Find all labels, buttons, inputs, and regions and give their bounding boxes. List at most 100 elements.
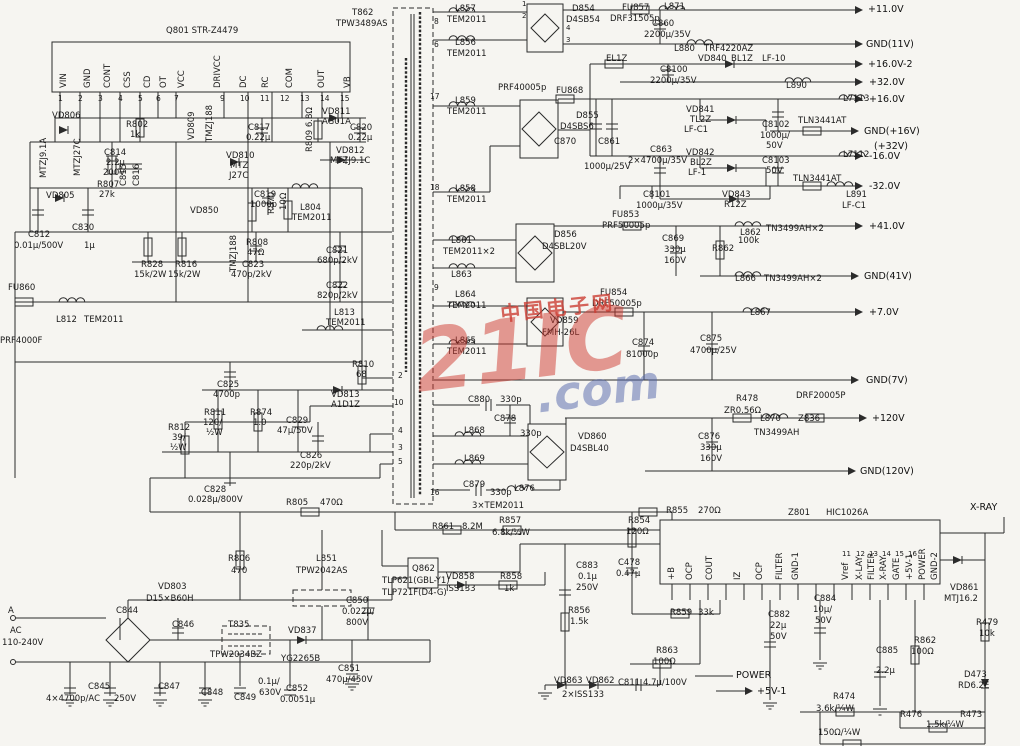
schematic-label: C883 [576,561,599,571]
schematic-label: CSS [123,71,133,88]
schematic-label: 50V [766,166,783,176]
schematic-label: 33k [698,608,714,618]
schematic-label: 330μ [664,245,686,255]
output-terminal-label: +5V-1 [757,686,787,697]
schematic-label: OCP [755,562,765,580]
schematic-label: 150Ω/¼W [818,728,861,738]
schematic-label: GND [83,68,93,89]
schematic-label: VB [343,76,353,88]
output-terminal-label: GND(+16V) [864,126,920,137]
schematic-label: C884 [814,594,837,604]
schematic-label: ½W [170,443,187,453]
schematic-label: 11 [260,94,270,103]
schematic-label: L891 [846,190,867,200]
schematic-label: TN3499AH×2 [766,224,824,234]
schematic-label: TEM2011 [447,49,487,59]
schematic-label: D855 [576,111,599,121]
schematic-label: A [8,606,14,616]
schematic-label: 10k [979,629,995,639]
schematic-label: 160V [664,256,687,266]
schematic-label: TEM2011 [447,301,487,311]
schematic-label: C878 [494,414,517,424]
schematic-label: POWER [918,548,928,581]
schematic-label: R811 [204,408,227,418]
schematic-label: 100Ω [911,647,934,657]
schematic-label: C852 [286,684,309,694]
output-terminal-label: +16.0V-2 [868,59,913,70]
schematic-label: L858 [455,184,476,194]
schematic-label: 2.2μ [106,158,125,168]
schematic-label: 1k [504,584,515,594]
schematic-label: 1000μ/ [760,131,790,141]
schematic-label: 2×4700μ/35V [628,156,688,166]
schematic-label: 470p/2kV [231,270,272,280]
schematic-label: 0.022μ/ [342,607,375,617]
schematic-label: VD862 [586,676,615,686]
schematic-label: IZ [733,571,743,580]
schematic-label: FMH-26L [542,328,580,338]
schematic-label: C885 [876,646,899,656]
schematic-label: BL2Z [690,158,712,168]
schematic-label: VD843 [722,190,751,200]
schematic-label: TEM2011×2 [443,247,496,257]
schematic-label: C880 [468,395,491,405]
schematic-label: 8 [434,17,439,26]
schematic-label: VD813 [331,390,360,400]
schematic-label: C850 [346,596,369,606]
schematic-label: VD861 [950,583,979,593]
schematic-label: C819 [254,190,277,200]
schematic-label: 4.7μ/100V [643,678,687,688]
schematic-label: 11 [842,550,851,558]
schematic-label: 22μ [770,621,787,631]
schematic-label: 6.8k/½W [492,528,530,538]
output-terminal-label: GND(7V) [866,375,908,386]
schematic-label: VCC [177,70,187,88]
schematic-label: VD810 [226,151,255,161]
schematic-label: 470μ/450V [326,675,373,685]
schematic-label: TEM2011 [84,315,124,325]
schematic-label: VD812 [336,146,365,156]
schematic-label: R802 [126,120,149,130]
schematic-label: C820 [350,123,373,133]
schematic-label: TEM2011 [447,195,487,205]
schematic-label: CD [143,75,153,88]
schematic-label: C851 [338,664,361,674]
schematic-label: 120Ω [626,527,649,537]
schematic-label: 27k [99,190,115,200]
schematic-label: PRF40005p [498,83,547,93]
schematic-label: R862 [712,244,735,254]
schematic-label: DRF31505p [610,14,660,24]
schematic-label: 16 [908,550,917,558]
schematic-label: 3×TEM2011 [472,501,525,511]
schematic-label: MTZ [230,161,249,171]
schematic-label: C815 [119,163,129,186]
schematic-label: 9 [434,283,439,292]
schematic-label: GND-2 [930,552,940,580]
schematic-label: Q862 [412,564,435,574]
schematic-label: Z801 [788,508,811,518]
schematic-label: VD837 [288,626,317,636]
schematic-label: VD809 [187,111,197,140]
schematic-label: COUT [705,555,715,580]
z801-ic-symbol [638,507,1005,600]
schematic-label: 12 [856,550,865,558]
schematic-label: L859 [455,96,476,106]
schematic-label: PRF50005p [602,221,651,231]
schematic-label: L876 [514,484,535,494]
schematic-label: 3.6k/¼W [816,704,854,714]
schematic-label: LF-10 [762,54,786,64]
schematic-label: EL1Z [606,54,628,64]
schematic-label: 2×ISS133 [562,690,605,700]
schematic-label: 6 [434,40,439,49]
schematic-label: C830 [72,223,95,233]
schematic-label: 330p [500,395,522,405]
schematic-label: 4 [118,94,123,103]
schematic-label: 0.01μ/500V [14,241,64,251]
schematic-label: C817 [248,123,271,133]
schematic-label: 17 [430,92,440,101]
schematic-label: 0.0051μ [280,695,316,705]
schematic-label: 200V [103,168,126,178]
schematic-label: C822 [326,281,349,291]
schematic-label: 2200μ/35V [644,30,691,40]
